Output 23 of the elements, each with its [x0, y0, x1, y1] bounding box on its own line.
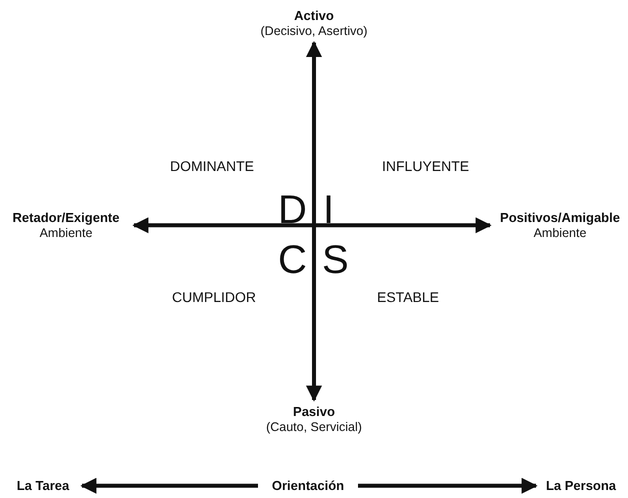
quadrant-label: ESTABLE	[377, 289, 439, 305]
quadrant-letter: C	[278, 240, 307, 280]
quadrant-label: INFLUYENTE	[382, 158, 470, 174]
arrow	[132, 217, 492, 234]
quadrant-letter: S	[322, 240, 349, 280]
axis-title: Activo	[293, 8, 335, 24]
axis-description: Ambiente	[38, 226, 94, 241]
quadrant-label: DOMINANTE	[170, 158, 254, 174]
arrow	[80, 478, 258, 494]
axis-description: Ambiente	[532, 226, 588, 241]
axis-title: Orientación	[270, 478, 346, 494]
quadrant-label: CUMPLIDOR	[172, 289, 256, 305]
arrow	[306, 41, 322, 402]
axis-description: (Decisivo, Asertivo)	[260, 24, 368, 39]
arrow	[358, 478, 538, 494]
axis-title: Retador/Exigente	[12, 210, 120, 226]
axis-title: La Persona	[544, 478, 618, 494]
quadrant-letter: I	[323, 190, 334, 230]
quadrant-letter: D	[278, 190, 307, 230]
axis-description: (Cauto, Servicial)	[265, 420, 363, 435]
axis-title: Pasivo	[292, 404, 336, 420]
axis-title: Positivos/Amigable	[499, 210, 621, 226]
axis-title: La Tarea	[16, 478, 70, 494]
